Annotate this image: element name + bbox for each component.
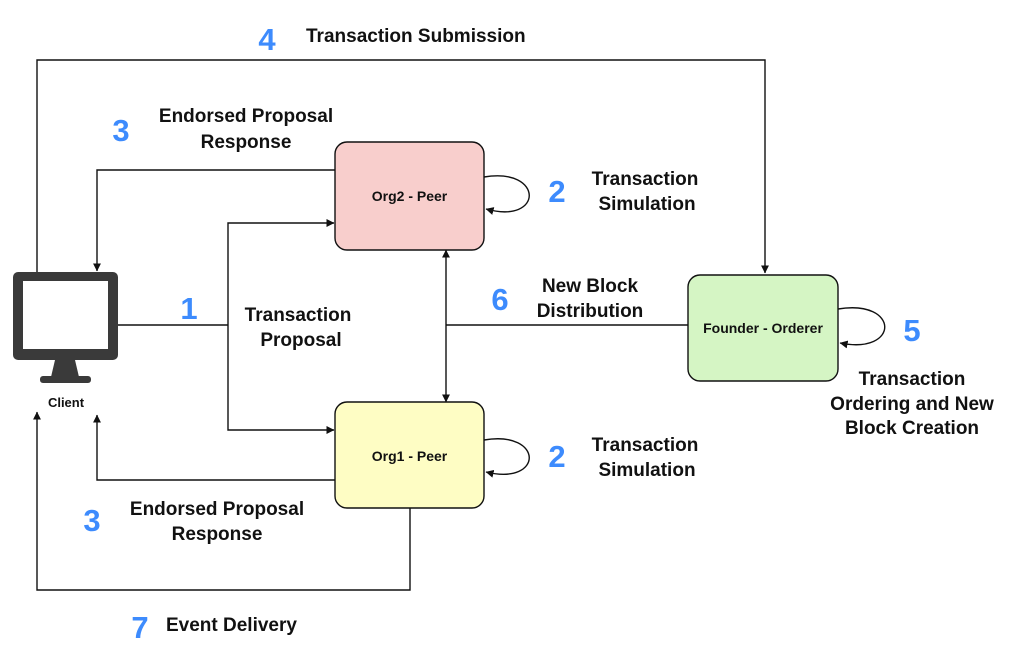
step-5-label: 5 Transaction Ordering and New Block Cre…: [830, 313, 994, 439]
edge-event-delivery: [33, 411, 411, 591]
step-3-bottom-label: 3 Endorsed Proposal Response: [83, 499, 304, 545]
step-3-top-line2: Response: [201, 132, 292, 153]
orderer-node: Founder - Orderer: [687, 274, 839, 382]
step-2-org2-line1: Transaction: [592, 169, 699, 190]
step-1-number: 1: [180, 291, 197, 326]
step-3-bottom-line1: Endorsed Proposal: [130, 499, 304, 520]
step-3-top-number: 3: [112, 113, 129, 148]
org1-peer-box: [334, 401, 485, 509]
monitor-icon: [13, 272, 118, 383]
client-label: Client: [48, 395, 85, 410]
step-7-label: 7 Event Delivery: [131, 610, 297, 645]
step-6-line1: New Block: [542, 276, 639, 297]
edge-endorsed-response-org2: [93, 169, 335, 272]
step-6-label: 6 New Block Distribution: [491, 276, 643, 322]
step-5-line1: Transaction: [859, 369, 966, 390]
step-6-number: 6: [491, 282, 508, 317]
step-4-text: Transaction Submission: [306, 26, 526, 47]
org2-peer-box: [334, 141, 485, 251]
step-3-bottom-number: 3: [83, 503, 100, 538]
step-2-org2-number: 2: [548, 174, 565, 209]
step-2-org2-line2: Simulation: [598, 194, 695, 215]
step-2-org2-label: 2 Transaction Simulation: [548, 169, 698, 215]
edge-simulation-loop-org2: [483, 175, 530, 215]
client-node: Client: [13, 272, 118, 410]
step-1-label: 1 Transaction Proposal: [180, 291, 351, 351]
edge-transaction-proposal-to-org1: [227, 325, 335, 434]
step-2-org1-line1: Transaction: [592, 435, 699, 456]
step-5-line2: Ordering and New: [830, 394, 994, 415]
org1-peer-node: Org1 - Peer: [334, 401, 485, 509]
step-2-org1-label: 2 Transaction Simulation: [548, 435, 698, 481]
org2-peer-node: Org2 - Peer: [334, 141, 485, 251]
orderer-label: Founder - Orderer: [703, 320, 823, 336]
step-4-label: 4 Transaction Submission: [258, 22, 525, 57]
step-3-top-line1: Endorsed Proposal: [159, 106, 333, 127]
step-2-org1-number: 2: [548, 439, 565, 474]
step-2-org1-line2: Simulation: [598, 460, 695, 481]
org1-peer-label: Org1 - Peer: [372, 448, 448, 464]
step-3-bottom-line2: Response: [172, 524, 263, 545]
edge-transaction-proposal-to-org2: [227, 219, 335, 325]
edge-simulation-loop-org1: [483, 438, 530, 478]
orderer-box: [687, 274, 839, 382]
step-1-line2: Proposal: [260, 330, 341, 351]
step-7-number: 7: [131, 610, 148, 645]
step-1-line1: Transaction: [245, 305, 352, 326]
step-4-number: 4: [258, 22, 276, 57]
step-7-text: Event Delivery: [166, 615, 297, 636]
step-5-number: 5: [903, 313, 920, 348]
org2-peer-label: Org2 - Peer: [372, 188, 448, 204]
step-6-line2: Distribution: [537, 301, 644, 322]
step-5-line3: Block Creation: [845, 418, 979, 439]
edge-ordering-loop: [837, 307, 886, 349]
step-3-top-label: 3 Endorsed Proposal Response: [112, 106, 333, 153]
edge-transaction-submission: [36, 59, 769, 274]
edge-endorsed-response-org1: [93, 414, 335, 481]
